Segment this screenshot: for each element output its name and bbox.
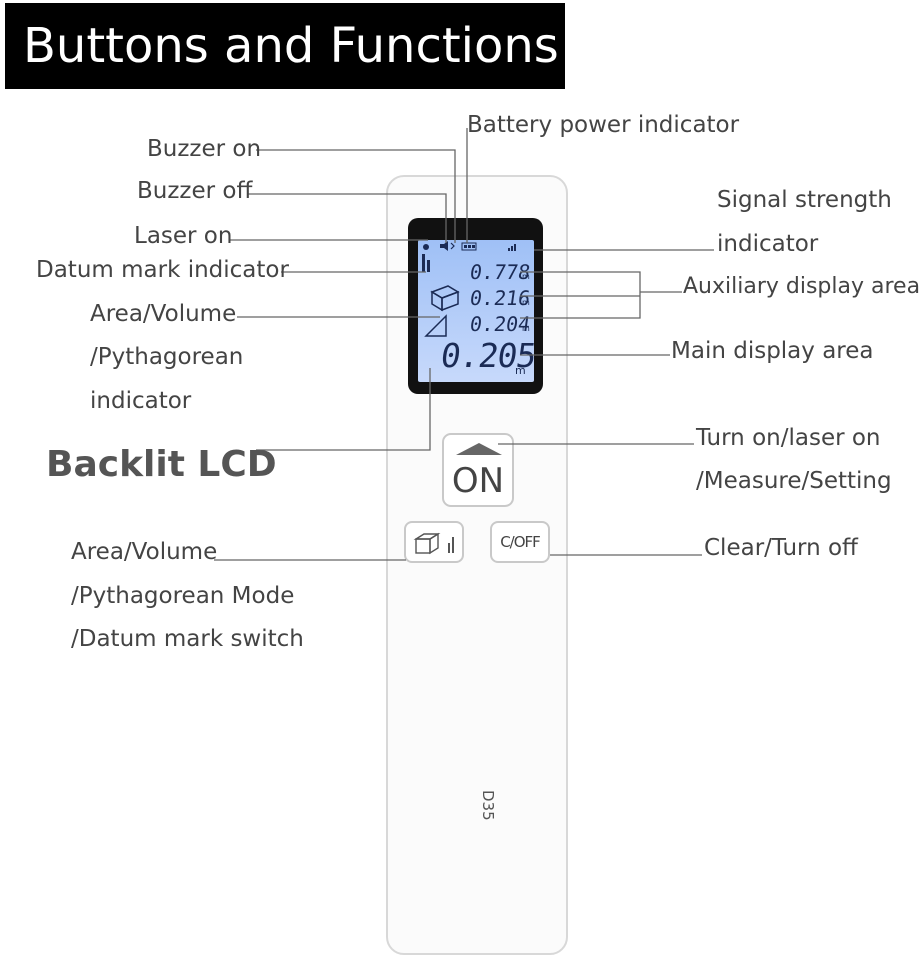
box-icon <box>413 532 454 555</box>
label-main-display-area: Main display area <box>671 338 874 364</box>
label-buzzer-on: Buzzer on <box>147 136 262 162</box>
lcd-status-icons <box>422 241 516 337</box>
label-signal-strength-line2: indicator <box>717 231 819 257</box>
label-area-volume-indicator-line2: /Pythagorean <box>90 344 244 370</box>
battery-icon <box>461 242 477 251</box>
label-area-volume-indicator-line1: Area/Volume <box>90 301 237 327</box>
aux-unit-3: m <box>522 324 530 333</box>
label-datum-mark-indicator: Datum mark indicator <box>36 257 289 283</box>
label-battery-power-indicator: Battery power indicator <box>467 112 740 138</box>
arrow-up-icon <box>456 443 502 455</box>
area-volume-icon <box>430 285 460 312</box>
laser-icon <box>423 244 429 250</box>
pythagorean-icon <box>424 314 447 337</box>
clear-off-button-label: C/OFF <box>500 533 541 551</box>
buzzer-off-icon <box>450 242 455 250</box>
buzzer-on-icon <box>440 241 448 251</box>
on-button[interactable]: ON <box>442 433 514 507</box>
label-signal-strength-line1: Signal strength <box>717 187 892 213</box>
label-area-volume-indicator-line3: indicator <box>90 388 192 414</box>
label-laser-on: Laser on <box>134 223 233 249</box>
label-backlit-lcd: Backlit LCD <box>46 444 277 485</box>
signal-icon <box>508 244 516 251</box>
aux-unit-1: m <box>522 272 530 281</box>
label-area-mode-line3: /Datum mark switch <box>71 626 304 652</box>
label-area-mode-line1: Area/Volume <box>71 539 218 565</box>
backlit-lcd-screen <box>418 240 534 382</box>
label-turn-on-line1: Turn on/laser on <box>696 425 881 451</box>
label-clear-turn-off: Clear/Turn off <box>704 535 858 561</box>
page-title: Buttons and Functions <box>5 3 565 89</box>
label-buzzer-off: Buzzer off <box>137 178 253 204</box>
clear-off-button[interactable]: C/OFF <box>490 521 550 563</box>
label-turn-on-line2: /Measure/Setting <box>696 468 892 494</box>
model-number: D35 <box>479 790 497 821</box>
aux-unit-2: m <box>522 298 530 307</box>
main-unit: m <box>515 364 526 377</box>
label-auxiliary-display-area: Auxiliary display area <box>683 274 921 299</box>
on-button-label: ON <box>451 461 505 501</box>
label-area-mode-line2: /Pythagorean Mode <box>71 583 295 609</box>
datum-mark-icon <box>422 254 430 272</box>
area-volume-mode-button[interactable] <box>404 521 464 563</box>
